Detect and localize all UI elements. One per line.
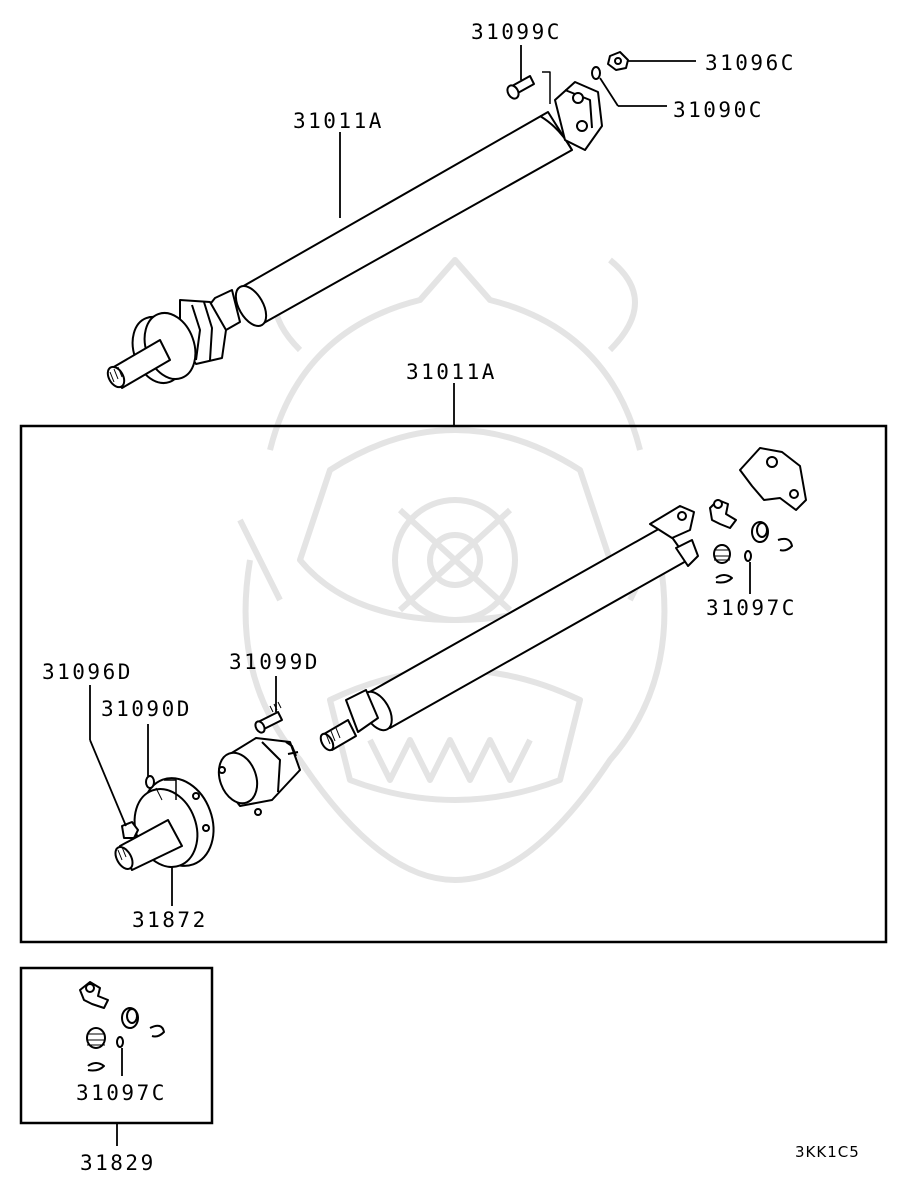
top-leader-lines <box>339 45 696 426</box>
exploded-view-box <box>19 424 888 944</box>
label-31829: 31829 <box>80 1151 156 1175</box>
label-31097C: 31097C <box>706 596 797 620</box>
label-31090D: 31090D <box>101 697 192 721</box>
exploded-leader-lines <box>89 562 751 906</box>
label-31097C-kit: 31097C <box>76 1081 167 1105</box>
diagram-reference-code: 3KK1C5 <box>795 1143 860 1161</box>
label-31096D: 31096D <box>42 660 133 684</box>
kit-leader-lines <box>116 1048 123 1146</box>
label-31096C: 31096C <box>705 51 796 75</box>
label-31011A-top: 31011A <box>293 109 384 133</box>
exploded-propeller-shaft <box>114 447 807 871</box>
label-31099C: 31099C <box>471 20 562 44</box>
joint-kit-parts <box>79 981 165 1072</box>
label-31090C: 31090C <box>673 98 764 122</box>
label-31099D: 31099D <box>229 650 320 674</box>
label-31011A-main: 31011A <box>406 360 497 384</box>
joint-kit-box <box>19 966 214 1125</box>
top-propeller-shaft <box>106 51 629 389</box>
label-31872: 31872 <box>132 908 208 932</box>
